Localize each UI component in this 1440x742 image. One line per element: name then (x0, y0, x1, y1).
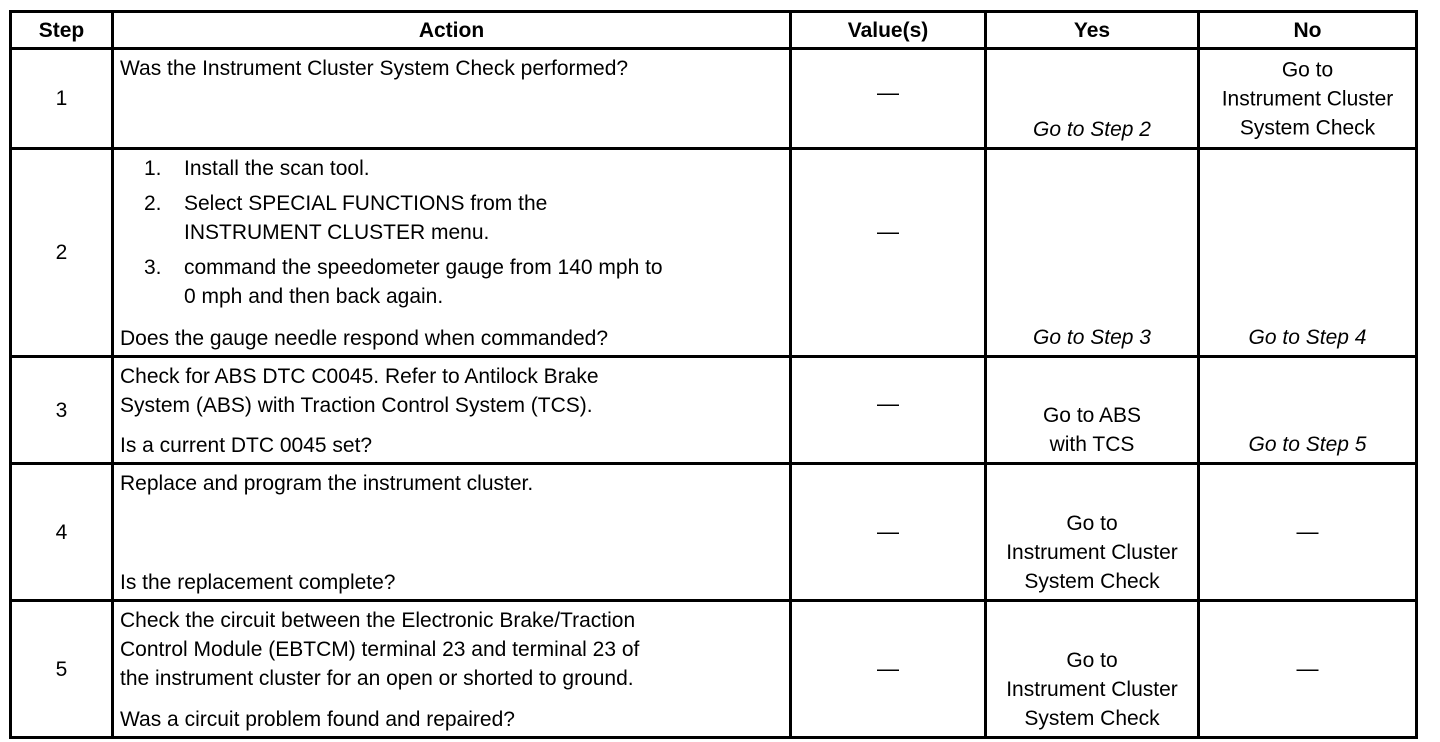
yes-text: Go to Step 2 (1033, 118, 1151, 141)
list-text: Select SPECIAL FUNCTIONS from the (184, 192, 548, 215)
list-number: 1. (144, 157, 162, 180)
value-dash: — (877, 79, 899, 105)
action-text: Check the circuit between the Electronic… (120, 609, 636, 632)
table-row: 3 Check for ABS DTC C0045. Refer to Anti… (9, 355, 1418, 465)
value-dash: — (877, 219, 899, 244)
list-text: 0 mph and then back again. (184, 285, 444, 308)
table-row: 2 1. Install the scan tool. 2. Select SP… (9, 147, 1418, 358)
no-text: Go to Step 4 (1248, 326, 1367, 349)
no-dash: — (1296, 519, 1319, 544)
yes-cell: Go to Step 2 (984, 47, 1200, 150)
value-cell: — (789, 47, 987, 150)
list-item: 3. command the speedometer gauge from 14… (120, 253, 783, 311)
list-item: 2. Select SPECIAL FUNCTIONS from the INS… (120, 189, 783, 247)
action-steps-list: 1. Install the scan tool. 2. Select SPEC… (120, 154, 783, 311)
action-cell: Replace and program the instrument clust… (111, 462, 792, 602)
yes-text: Go to (1066, 512, 1118, 535)
table-row: 1 Was the Instrument Cluster System Chec… (9, 47, 1418, 150)
action-cell: Was the Instrument Cluster System Check … (111, 47, 792, 150)
header-row: Step Action Value(s) Yes No (9, 10, 1418, 50)
no-cell: — (1197, 462, 1418, 602)
no-text: Go to (1281, 58, 1334, 81)
action-text: Control Module (EBTCM) terminal 23 and t… (120, 638, 640, 661)
yes-cell: Go to ABS with TCS (984, 355, 1200, 465)
action-cell: 1. Install the scan tool. 2. Select SPEC… (111, 147, 792, 358)
header-step: Step (9, 10, 114, 50)
step-number: 4 (9, 462, 114, 602)
diagnostic-table: Step Action Value(s) Yes No 1 Was the In… (9, 10, 1418, 739)
action-question: Is a current DTC 0045 set? (120, 434, 373, 457)
list-number: 2. (144, 192, 162, 215)
action-text: Check for ABS DTC C0045. Refer to Antilo… (120, 365, 599, 388)
header-no: No (1197, 10, 1418, 50)
no-cell: Go to Step 4 (1197, 147, 1418, 358)
yes-text: Go to (1066, 649, 1118, 672)
yes-text: Go to ABS (1042, 404, 1142, 427)
list-number: 3. (144, 256, 162, 279)
action-text: Replace and program the instrument clust… (120, 472, 534, 495)
yes-cell: Go to Step 3 (984, 147, 1200, 358)
step-number: 2 (9, 147, 114, 358)
no-text: System Check (1239, 116, 1376, 139)
yes-text: System Check (1024, 570, 1160, 593)
value-cell: — (789, 355, 987, 465)
yes-text: Instrument Cluster (1006, 541, 1178, 564)
yes-text: Go to Step 3 (1033, 326, 1151, 349)
value-dash: — (877, 390, 899, 416)
action-cell: Check for ABS DTC C0045. Refer to Antilo… (111, 355, 792, 465)
step-number: 3 (9, 355, 114, 465)
no-cell: Go to Instrument Cluster System Check (1197, 47, 1418, 150)
action-text: the instrument cluster for an open or sh… (120, 667, 634, 690)
no-text: Instrument Cluster (1221, 87, 1394, 110)
list-text: command the speedometer gauge from 140 m… (184, 256, 663, 279)
action-text: Was the Instrument Cluster System Check … (120, 57, 629, 80)
no-cell: Go to Step 5 (1197, 355, 1418, 465)
yes-text: with TCS (1049, 433, 1135, 456)
no-cell: — (1197, 599, 1418, 739)
value-dash: — (877, 519, 899, 544)
yes-text: System Check (1024, 707, 1160, 730)
action-question: Does the gauge needle respond when comma… (120, 327, 609, 350)
list-item: 1. Install the scan tool. (120, 154, 783, 183)
list-text: INSTRUMENT CLUSTER menu. (184, 221, 490, 244)
value-cell: — (789, 147, 987, 358)
yes-cell: Go to Instrument Cluster System Check (984, 462, 1200, 602)
header-values: Value(s) (789, 10, 987, 50)
header-action: Action (111, 10, 792, 50)
no-dash: — (1296, 656, 1319, 681)
value-dash: — (877, 656, 899, 681)
step-number: 5 (9, 599, 114, 739)
yes-text: Instrument Cluster (1006, 678, 1178, 701)
action-question: Was a circuit problem found and repaired… (120, 708, 515, 731)
step-number: 1 (9, 47, 114, 150)
no-text: Go to Step 5 (1248, 433, 1367, 456)
action-cell: Check the circuit between the Electronic… (111, 599, 792, 739)
action-text: System (ABS) with Traction Control Syste… (120, 394, 593, 417)
value-cell: — (789, 599, 987, 739)
value-cell: — (789, 462, 987, 602)
table-row: 4 Replace and program the instrument clu… (9, 462, 1418, 602)
header-yes: Yes (984, 10, 1200, 50)
list-text: Install the scan tool. (184, 157, 370, 180)
table-row: 5 Check the circuit between the Electron… (9, 599, 1418, 739)
action-question: Is the replacement complete? (120, 571, 396, 594)
yes-cell: Go to Instrument Cluster System Check (984, 599, 1200, 739)
